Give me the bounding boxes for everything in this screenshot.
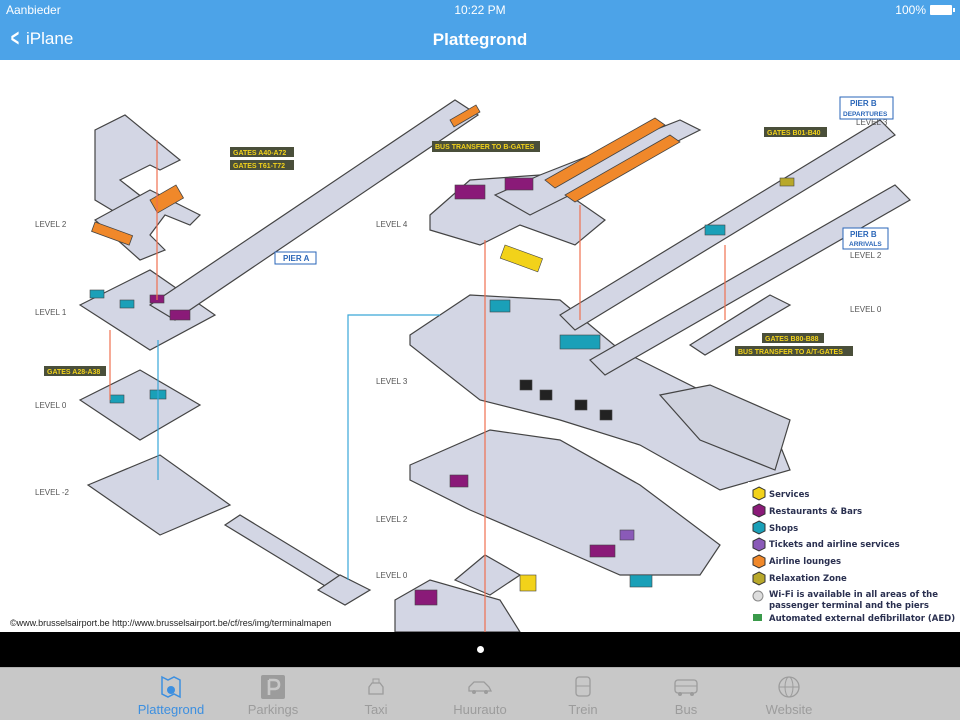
tab-bar: Plattegrond Parkings Taxi Huurauto Trein… bbox=[0, 667, 960, 720]
svg-text:Wi-Fi is available in all area: Wi-Fi is available in all areas of the bbox=[769, 590, 938, 600]
chevron-left-icon: < bbox=[10, 25, 20, 52]
lounge-blocks bbox=[91, 104, 681, 246]
battery-indicator: 100% bbox=[895, 3, 955, 17]
pier-a-building bbox=[148, 99, 480, 321]
gates-b80-label: GATES B80-B88 bbox=[765, 336, 819, 343]
service-blocks bbox=[89, 177, 795, 606]
tab-taxi[interactable]: Taxi bbox=[326, 668, 426, 721]
floor-level-minus2-left bbox=[86, 454, 232, 536]
svg-text:Relaxation Zone: Relaxation Zone bbox=[769, 574, 847, 584]
status-bar: Aanbieder 10:22 PM 100% bbox=[0, 0, 960, 20]
tab-trein[interactable]: Trein bbox=[533, 668, 633, 721]
level-label: LEVEL 4 bbox=[376, 220, 408, 229]
bus-transfer-b-label: BUS TRANSFER TO B-GATES bbox=[435, 144, 535, 151]
svg-text:Airline lounges: Airline lounges bbox=[769, 557, 841, 567]
gates-t61-label: GATES T61-T72 bbox=[233, 163, 285, 170]
taxi-icon bbox=[326, 674, 426, 700]
level-label: LEVEL 2 bbox=[376, 515, 408, 524]
aed-label: Automated external defibrillator (AED) bbox=[769, 614, 955, 624]
gates-a40-label: GATES A40-A72 bbox=[233, 150, 286, 157]
terminal-map[interactable]: LEVEL 2 LEVEL 1 LEVEL 0 LEVEL -2 LEVEL 4… bbox=[0, 60, 960, 632]
tab-parkings[interactable]: Parkings bbox=[223, 668, 323, 721]
svg-text:passenger terminal and the pie: passenger terminal and the piers bbox=[769, 601, 929, 611]
map-icon bbox=[121, 674, 221, 700]
legend-item-aed: Automated external defibrillator (AED) bbox=[753, 614, 955, 624]
battery-percent: 100% bbox=[895, 3, 926, 17]
carrier-label: Aanbieder bbox=[6, 3, 61, 17]
navigation-bar: < iPlane Plattegrond bbox=[0, 20, 960, 60]
bus-transfer-at-label: BUS TRANSFER TO A/T-GATES bbox=[738, 349, 843, 356]
clock: 10:22 PM bbox=[454, 3, 506, 17]
level-label: LEVEL 2 bbox=[35, 220, 67, 229]
legend-item-lounges: Airline lounges bbox=[752, 554, 841, 569]
page-indicator[interactable] bbox=[0, 632, 960, 667]
legend-item-tickets: Tickets and airline services bbox=[752, 537, 900, 552]
pier-a-label: PIER A bbox=[283, 254, 310, 263]
legend-item-shops: Shops bbox=[752, 520, 798, 535]
floor-level-3-center bbox=[409, 294, 791, 491]
copyright-text: ©www.brusselsairport.be http://www.bruss… bbox=[10, 618, 332, 628]
floor-level-2-center bbox=[409, 429, 721, 576]
page-title: Plattegrond bbox=[432, 30, 528, 49]
level-label: LEVEL 1 bbox=[35, 308, 67, 317]
floor-level-1-left bbox=[78, 269, 217, 351]
gate-labels: GATES A40-A72 GATES T61-T72 GATES A28-A3… bbox=[44, 127, 853, 376]
tab-website[interactable]: Website bbox=[739, 668, 839, 721]
pier-b-departures-sub: DEPARTURES bbox=[843, 111, 888, 118]
level-label: LEVEL 2 bbox=[850, 251, 882, 260]
tab-huurauto[interactable]: Huurauto bbox=[430, 668, 530, 721]
legend-item-wifi: Wi-Fi is available in all areas of thepa… bbox=[752, 590, 938, 611]
level-label: LEVEL -2 bbox=[35, 488, 69, 497]
gates-b01-label: GATES B01-B40 bbox=[767, 130, 821, 137]
legend-item-restaurants: Restaurants & Bars bbox=[752, 503, 862, 518]
pier-b-arrivals-sub: ARRIVALS bbox=[849, 241, 882, 248]
train-icon bbox=[533, 674, 633, 700]
bus-icon bbox=[636, 674, 736, 700]
battery-icon bbox=[930, 5, 955, 15]
legend-item-services: Services bbox=[752, 486, 809, 501]
gates-a28-label: GATES A28-A38 bbox=[47, 369, 100, 376]
back-button[interactable]: < iPlane bbox=[8, 25, 74, 52]
tunnel-end bbox=[316, 574, 372, 606]
terminal-extension bbox=[658, 384, 791, 471]
level-connectors bbox=[109, 140, 726, 632]
map-drawing: LEVEL 2 LEVEL 1 LEVEL 0 LEVEL -2 LEVEL 4… bbox=[35, 96, 960, 632]
level-label: LEVEL 0 bbox=[35, 401, 67, 410]
pier-b-arrivals bbox=[589, 184, 911, 376]
svg-text:Shops: Shops bbox=[769, 524, 798, 534]
svg-text:Tickets and airline services: Tickets and airline services bbox=[769, 540, 900, 550]
floor-level-0-center-upper bbox=[453, 554, 522, 596]
level-label: LEVEL 0 bbox=[376, 571, 408, 580]
level-label: LEVEL 0 bbox=[850, 305, 882, 314]
level-label: LEVEL 3 bbox=[856, 118, 888, 127]
pier-labels: PIER A PIER B DEPARTURES PIER B ARRIVALS bbox=[274, 96, 894, 265]
globe-icon bbox=[739, 674, 839, 700]
pier-b-arrivals-title: PIER B bbox=[850, 230, 877, 239]
connector-level-4 bbox=[493, 119, 702, 216]
car-icon bbox=[430, 674, 530, 700]
pier-b-departures bbox=[559, 119, 896, 331]
pier-b-level-0 bbox=[688, 294, 792, 356]
svg-text:Services: Services bbox=[769, 490, 809, 500]
floor-level-0-left bbox=[78, 369, 202, 441]
level-label: LEVEL 3 bbox=[376, 377, 408, 386]
legend-item-relaxation: Relaxation Zone bbox=[752, 571, 847, 586]
back-label: iPlane bbox=[26, 29, 74, 48]
tab-plattegrond[interactable]: Plattegrond bbox=[121, 668, 221, 721]
tab-bus[interactable]: Bus bbox=[636, 668, 736, 721]
page-dot-active[interactable] bbox=[477, 646, 484, 653]
svg-text:Restaurants & Bars: Restaurants & Bars bbox=[769, 507, 862, 517]
pier-b-departures-title: PIER B bbox=[850, 99, 877, 108]
map-legend: Services Restaurants & Bars Shops Ticket… bbox=[748, 482, 960, 628]
parking-icon bbox=[223, 674, 323, 700]
